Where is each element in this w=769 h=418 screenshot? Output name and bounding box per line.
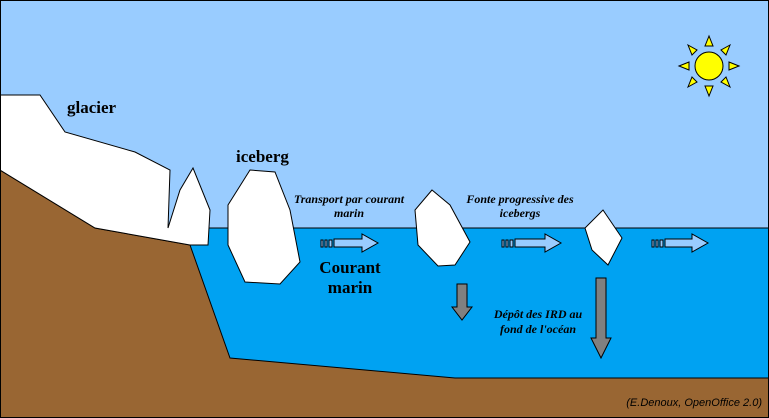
depot-label-line1: Dépôt des IRD au (493, 307, 583, 321)
transport-label-line2: marin (334, 206, 364, 220)
courant-label-line2: marin (328, 278, 373, 297)
iceberg-medium (414, 189, 471, 267)
glacier-label: glacier (67, 98, 117, 117)
current-arrow-icon (320, 233, 380, 253)
courant-label-line1: Courant (319, 258, 381, 277)
deposit-arrow-icon (450, 283, 474, 321)
deposit-arrow-icon (590, 277, 612, 360)
depot-label-line2: fond de l'océan (500, 322, 576, 336)
current-arrow-icon (651, 233, 710, 253)
transport-label-line1: Transport par courant (294, 192, 405, 206)
credit-label: (E.Denoux, OpenOffice 2.0) (626, 397, 762, 409)
iceberg-small (584, 209, 623, 266)
iceberg-label: iceberg (236, 147, 289, 166)
fonte-label-line2: icebergs (500, 206, 541, 220)
sun-icon (677, 34, 741, 98)
fonte-label-line1: Fonte progressive des (465, 192, 574, 206)
current-arrow-icon (501, 233, 563, 253)
glacier (0, 94, 211, 246)
iceberg-large (227, 169, 301, 285)
